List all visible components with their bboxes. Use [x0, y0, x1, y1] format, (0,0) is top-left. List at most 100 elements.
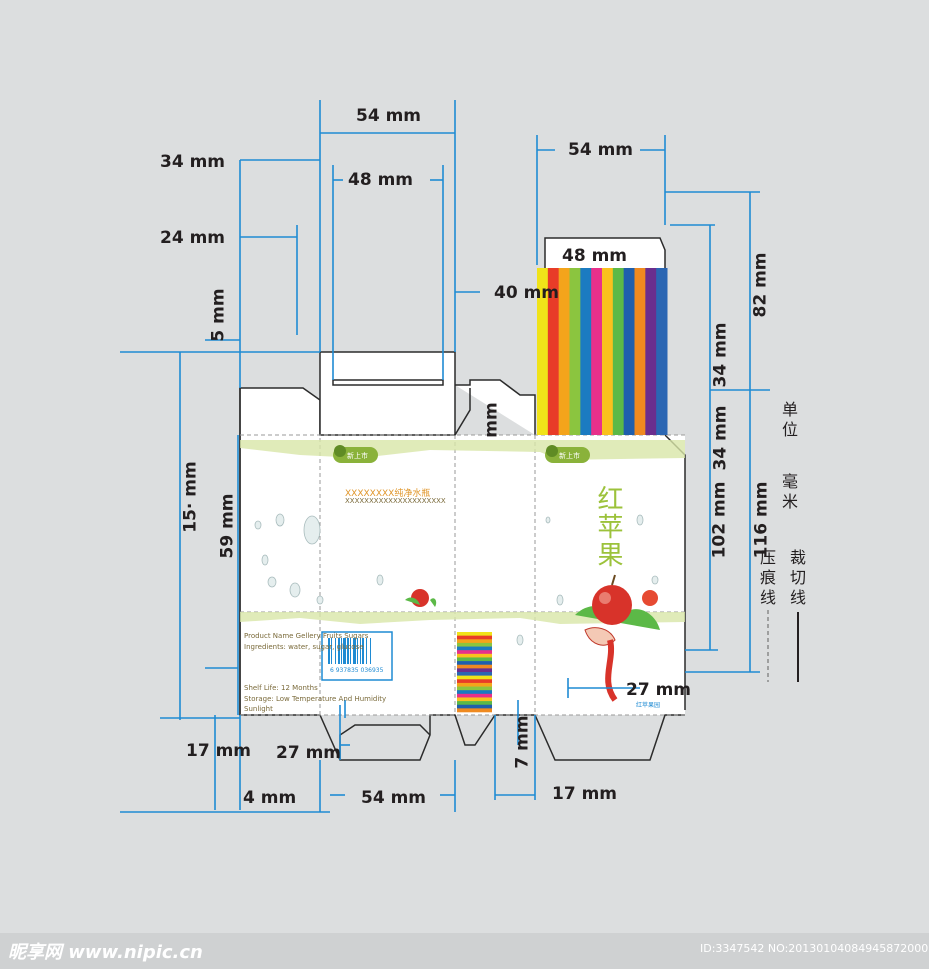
dim-top-48: 48 mm	[348, 170, 414, 190]
rainbow-stripe	[612, 268, 625, 435]
product-name-cn: 红苹果	[593, 485, 623, 569]
barcode-bar	[331, 638, 332, 664]
barcode-bar	[362, 638, 364, 664]
dimension-lines	[120, 100, 770, 813]
dim-front-27: 27 mm	[626, 680, 692, 700]
side-text-5: Sunlight	[244, 705, 273, 713]
barcode-bar	[343, 638, 346, 664]
rainbow-stripe	[645, 268, 657, 435]
side-stripe	[457, 693, 492, 698]
badge-left	[333, 445, 378, 463]
side-stripe	[457, 679, 492, 684]
dim-right-34b: 34 mm	[710, 405, 731, 471]
side-stripe	[457, 646, 492, 651]
rainbow-stripe	[634, 268, 646, 435]
rainbow-stripe	[623, 268, 635, 435]
dim-right-48: 48 mm	[562, 246, 628, 266]
water-droplets	[254, 513, 659, 646]
badge-right	[545, 445, 590, 463]
apple-illustration	[575, 574, 660, 702]
dim-bottom-7: 7 mm	[512, 715, 533, 769]
dim-bottom-4: 4 mm	[243, 788, 297, 808]
barcode-bar	[350, 638, 351, 664]
side-stripe	[457, 632, 492, 636]
side-text-1: Product Name Gellery Fruits Sugars	[244, 632, 369, 640]
barcode-bar	[347, 638, 349, 664]
rainbow-stripe	[580, 268, 592, 435]
dim-right-54: 54 mm	[568, 140, 634, 160]
middle-dust-flap	[455, 379, 536, 435]
side-stripe	[457, 704, 492, 709]
flap-edge	[454, 388, 471, 436]
dim-top-54: 54 mm	[356, 106, 422, 126]
side-stripe	[457, 668, 492, 673]
apple-small	[405, 589, 437, 607]
side-stripe	[457, 690, 492, 695]
dim-mid-40: 40 mm	[494, 283, 560, 303]
dim-bottom-17a: 17 mm	[186, 741, 252, 761]
barcode-bar	[370, 638, 371, 664]
badge-right-label: 新上市	[559, 452, 580, 460]
side-stripe	[457, 653, 492, 658]
dim-bottom-54: 54 mm	[361, 788, 427, 808]
rainbow-stripe	[591, 268, 603, 435]
dim-left-34: 34 mm	[160, 152, 226, 172]
side-text-4: Storage: Low Temperature And Humidity	[244, 695, 387, 703]
dim-left-59: 59 mm	[217, 493, 238, 559]
rainbow-stripes	[537, 268, 668, 435]
side-stripe	[457, 675, 492, 680]
barcode-bar	[357, 638, 358, 664]
green-band-middle	[240, 612, 685, 624]
side-stripe	[457, 650, 492, 655]
watermark-left: 昵享网 www.nipic.cn	[8, 942, 203, 963]
side-stripe	[457, 708, 492, 713]
dim-panel-mm: mm	[481, 402, 502, 438]
side-stripes	[457, 632, 492, 713]
side-stripe	[457, 664, 492, 669]
dim-left-24: 24 mm	[160, 228, 226, 248]
barcode-bar	[360, 638, 361, 664]
side-text-2: Ingredients: water, sugar, glucose	[244, 643, 364, 651]
dim-right-34: 34 mm	[710, 322, 731, 388]
rainbow-stripe	[602, 268, 614, 435]
barcode-bar	[335, 638, 336, 664]
dim-bottom-17b: 17 mm	[552, 784, 618, 804]
dim-right-116: 116 mm	[751, 481, 772, 559]
barcode-number: 6 937835 036935	[330, 667, 384, 674]
badge-left-label: 新上市	[347, 452, 368, 460]
side-stripe	[457, 642, 492, 647]
rainbow-stripe	[656, 268, 668, 435]
watermark-right: ID:3347542 NO:20130104084945872000	[700, 942, 929, 955]
product-sub: XXXXXXXXXXXXXXXXXXXXX	[345, 497, 446, 505]
legend-crease: 压痕线	[760, 548, 777, 607]
barcode-bar	[366, 638, 367, 664]
barcode-bar	[338, 638, 340, 664]
side-stripe	[457, 701, 492, 706]
rainbow-stripe	[537, 268, 549, 435]
dim-right-82: 82 mm	[750, 252, 771, 318]
side-stripe	[457, 639, 492, 644]
barcode-bar	[341, 638, 342, 664]
dim-left-15: 15· mm	[180, 461, 201, 533]
top-tuck-flap	[319, 351, 456, 436]
bottom-flap	[339, 724, 431, 760]
tuck-slot	[332, 379, 444, 386]
legend-unit: 单位	[782, 400, 799, 439]
side-stripe	[457, 697, 492, 702]
side-stripe	[457, 672, 492, 676]
side-stripe	[457, 661, 492, 666]
barcode-bar	[328, 638, 330, 664]
legend-unit-value: 毫米	[782, 472, 799, 511]
rainbow-tuck-tab	[544, 237, 666, 270]
rainbow-stripe	[547, 268, 560, 435]
side-text-3: Shelf Life: 12 Months	[244, 684, 318, 692]
side-stripe	[457, 686, 492, 691]
rainbow-stripe	[558, 268, 570, 435]
side-stripe	[457, 635, 492, 640]
barcode-bar	[353, 638, 356, 664]
side-stripe	[457, 657, 492, 662]
bottom-die-line	[239, 388, 685, 761]
side-stripe	[457, 682, 492, 687]
dim-right-102: 102 mm	[709, 481, 730, 559]
